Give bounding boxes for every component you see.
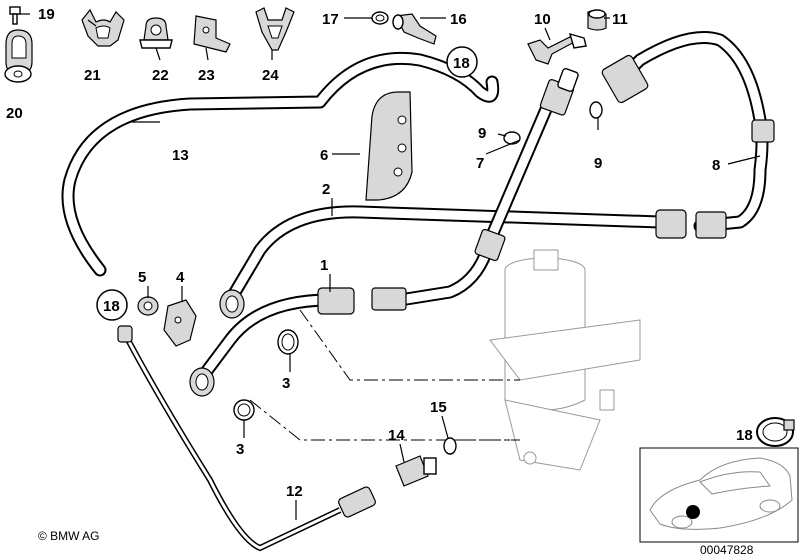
grommet-part-5 (137, 296, 159, 316)
clamp-part-20 (4, 29, 33, 83)
label-2: 2 (322, 181, 330, 198)
hose-part-13 (61, 51, 500, 277)
label-3-upper: 3 (282, 375, 290, 392)
label-1: 1 (320, 257, 328, 274)
label-5: 5 (138, 269, 146, 286)
clip-part-22 (139, 17, 173, 49)
label-14: 14 (388, 427, 405, 444)
hose-clamp-part-18 (756, 417, 795, 447)
power-steering-reservoir (489, 249, 641, 471)
screw-part-19 (9, 6, 30, 25)
pipe-part-12 (117, 325, 376, 552)
label-7: 7 (476, 155, 484, 172)
cap-part-11 (587, 9, 607, 31)
label-21: 21 (84, 67, 101, 84)
label-16: 16 (450, 11, 467, 28)
bracket-part-23 (193, 15, 231, 53)
copyright-text: © BMW AG (38, 529, 100, 543)
o-ring-part-17 (371, 11, 389, 25)
label-20: 20 (6, 105, 23, 122)
label-18-inset: 18 (736, 427, 753, 444)
label-13: 13 (172, 147, 189, 164)
label-17: 17 (322, 11, 339, 28)
hose-part-8 (601, 31, 775, 239)
label-9-right: 9 (594, 155, 602, 172)
label-15: 15 (430, 399, 447, 416)
o-ring-part-9-right (589, 101, 603, 119)
car-outline (649, 457, 793, 530)
label-9-left: 9 (478, 125, 486, 142)
wrench-part-10 (527, 32, 587, 65)
pipe-part-2 (219, 205, 687, 319)
label-24: 24 (262, 67, 279, 84)
label-6: 6 (320, 147, 328, 164)
image-number: 00047828 (700, 543, 754, 557)
location-marker (686, 505, 700, 519)
label-22: 22 (152, 67, 169, 84)
label-10: 10 (534, 11, 551, 28)
label-12: 12 (286, 483, 303, 500)
label-18-top: 18 (453, 55, 470, 72)
label-19: 19 (38, 6, 55, 23)
clip-part-24 (255, 7, 295, 51)
label-18-left: 18 (103, 298, 120, 315)
label-4: 4 (176, 269, 185, 286)
bracket-part-4 (163, 299, 197, 347)
o-ring-part-15 (443, 437, 457, 455)
o-ring-part-9-left (503, 131, 521, 145)
o-ring-part-3-lower (233, 399, 255, 421)
label-8: 8 (712, 157, 720, 174)
connector-part-16 (392, 13, 437, 45)
pipe-part-1 (189, 287, 355, 397)
label-3-lower: 3 (236, 441, 244, 458)
hose-part-7 (371, 68, 579, 311)
plate-part-6 (365, 91, 413, 201)
o-ring-part-3-upper (277, 329, 299, 355)
clip-part-21 (81, 8, 125, 47)
fitting-part-14 (395, 455, 437, 487)
label-11: 11 (612, 11, 628, 28)
label-23: 23 (198, 67, 215, 84)
